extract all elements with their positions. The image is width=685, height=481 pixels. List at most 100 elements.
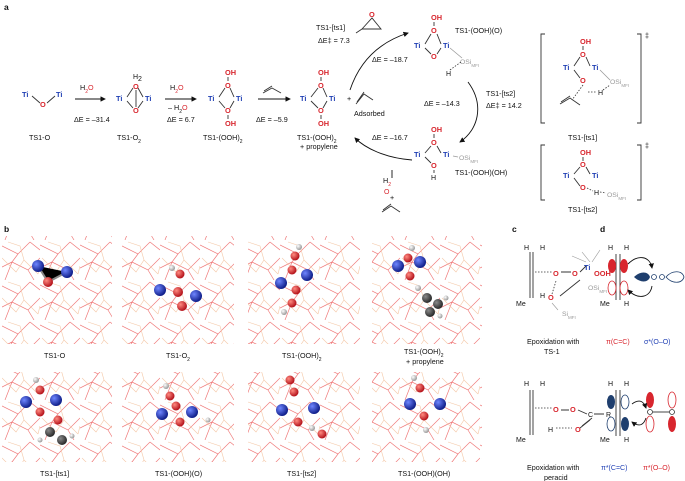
svg-text:H: H: [431, 175, 436, 182]
orbital-pi-star-cc-4: [621, 417, 629, 431]
orbital-pi-star-oo-2: [645, 415, 655, 433]
svg-text:O: O: [369, 10, 375, 19]
svg-text:H: H: [624, 245, 629, 252]
svg-text:O: O: [580, 50, 586, 59]
svg-text:O: O: [572, 269, 578, 278]
svg-text:Me: Me: [600, 301, 610, 308]
structure-ts1-ooh2-propylene: OH O Ti Ti O OH +: [300, 68, 374, 128]
panel-label-b: b: [4, 224, 9, 234]
svg-text:O: O: [318, 81, 324, 90]
bracket-ts1-ts1: ‡ OH O Ti Ti O OSiMFI H: [540, 31, 649, 124]
propylene-reagent-1: [262, 85, 282, 94]
snapshot-4: [372, 236, 482, 344]
svg-text:Ti: Ti: [592, 63, 598, 72]
orbital-pi-star-oo-1: [646, 392, 654, 408]
svg-text:O: O: [225, 106, 231, 115]
structure-ts1-o: Ti O Ti: [22, 90, 62, 109]
svg-text:OSiMFI: OSiMFI: [459, 155, 478, 164]
svg-text:O: O: [133, 82, 139, 91]
svg-text:O: O: [553, 269, 559, 278]
panel-b: TS1-O TS1-O2 TS1-(OOH)2 TS1-(OOH)2 + pro…: [2, 236, 482, 478]
svg-text:O: O: [431, 52, 437, 61]
orbital-pi-cc-upper-right: [620, 259, 628, 273]
svg-text:H: H: [624, 301, 629, 308]
svg-text:OH: OH: [580, 148, 591, 157]
svg-text:O: O: [431, 26, 437, 35]
orbital-pi-cc-lower-left: [607, 280, 617, 296]
reagent-h2o2-1: H2O: [80, 83, 94, 95]
svg-text:Me: Me: [516, 437, 526, 444]
propylene-reagent-3: [381, 203, 401, 213]
reagent-minus-h2o: – H2O: [168, 103, 188, 115]
svg-text:H: H: [624, 437, 629, 444]
panel-a: Ti O Ti TS1-O H2O ΔE = –31.4 H 2 O Ti Ti…: [22, 10, 649, 214]
caption-b-2: TS1-O2: [166, 351, 190, 363]
panel-label-d: d: [600, 224, 605, 234]
model-ts1-ooh-o: [156, 383, 211, 427]
label-ts1-ts1-bracket: TS1-[ts1]: [568, 133, 597, 142]
svg-text:O: O: [580, 183, 586, 192]
label-ts1-ooh2-propylene-2: + propylene: [300, 142, 338, 151]
caption-b-4-extra: + propylene: [406, 357, 444, 366]
svg-text:‡: ‡: [645, 141, 649, 150]
caption-b-8: TS1-(OOH)(OH): [398, 469, 450, 478]
label-ts1-o: TS1-O: [29, 133, 51, 142]
reagent-o2-3: O: [384, 189, 390, 196]
snapshot-3: [248, 236, 360, 344]
caption-c-bottom-1: Epoxidation with: [527, 463, 579, 472]
caption-c-top-2: TS-1: [544, 347, 560, 356]
caption-b-4: TS1-(OOH)2: [404, 347, 444, 359]
model-ts1-ts1: [20, 377, 75, 445]
svg-text:Ti: Ti: [208, 94, 214, 103]
svg-text:R: R: [606, 412, 611, 419]
caption-c-bottom-2: peracid: [544, 473, 568, 481]
barrier-ts1: ΔE‡ = 7.3: [318, 36, 350, 45]
structure-ts1-ooh-o: OH O Ti Ti O OSiMFI H: [414, 13, 479, 78]
svg-text:OOH: OOH: [594, 269, 611, 278]
svg-text:O: O: [40, 100, 46, 109]
svg-text:H: H: [524, 381, 529, 388]
label-ts1-ts2-bracket: TS1-[ts2]: [568, 205, 597, 214]
svg-text:C: C: [588, 412, 593, 419]
svg-text:O: O: [580, 76, 586, 85]
svg-text:OH: OH: [431, 125, 442, 134]
svg-text:OH: OH: [431, 13, 442, 22]
svg-text:Ti: Ti: [563, 63, 569, 72]
svg-text:O: O: [570, 405, 576, 414]
panel-label-a: a: [4, 2, 9, 12]
svg-text:Ti: Ti: [414, 41, 420, 50]
model-ts1-o2: [154, 265, 202, 311]
label-ts1-ts2-center: TS1-[ts2]: [486, 89, 515, 98]
label-ts1-ts1-top: TS1-[ts1]: [316, 23, 345, 32]
svg-text:Ti: Ti: [236, 94, 242, 103]
svg-text:O: O: [548, 293, 554, 302]
orbital-pi-star-cc-1: [607, 395, 615, 409]
structure-ts1-ooh2: OH O Ti Ti O OH: [208, 68, 242, 128]
bracket-ts1-ts2: ‡ OH O Ti Ti O H OSiMFI: [540, 141, 649, 201]
svg-text:O: O: [431, 161, 437, 170]
svg-text:O: O: [553, 405, 559, 414]
svg-text:O: O: [575, 425, 581, 434]
model-ts1-ooh-oh: [404, 375, 446, 433]
svg-text:H: H: [548, 427, 553, 434]
svg-text:SiMFI: SiMFI: [562, 311, 576, 320]
svg-text:OSiMFI: OSiMFI: [607, 192, 626, 201]
svg-text:H: H: [608, 245, 613, 252]
svg-text:Ti: Ti: [443, 41, 449, 50]
svg-text:O: O: [318, 106, 324, 115]
svg-text:H: H: [540, 245, 545, 252]
model-ts1-ooh2-propylene: [392, 245, 449, 319]
svg-text:H: H: [624, 381, 629, 388]
orbital-pi-star-cc-2: [620, 394, 630, 410]
svg-text:O: O: [431, 138, 437, 147]
orbital-pi-cc-lower-right: [619, 280, 629, 296]
caption-b-6: TS1-(OOH)(O): [155, 469, 202, 478]
panel-c: H H Me O O Ti OOH O H OSiMFI SiMFI Epoxi…: [516, 245, 611, 481]
svg-text:Ti: Ti: [145, 94, 151, 103]
model-ts1-ooh2: [275, 244, 313, 315]
label-adsorbed: Adsorbed: [354, 109, 385, 118]
reagent-h2o2-2: H2O: [170, 83, 184, 95]
caption-b-3: TS1-(OOH)2: [282, 351, 322, 363]
arrow-ts2: [459, 81, 479, 143]
